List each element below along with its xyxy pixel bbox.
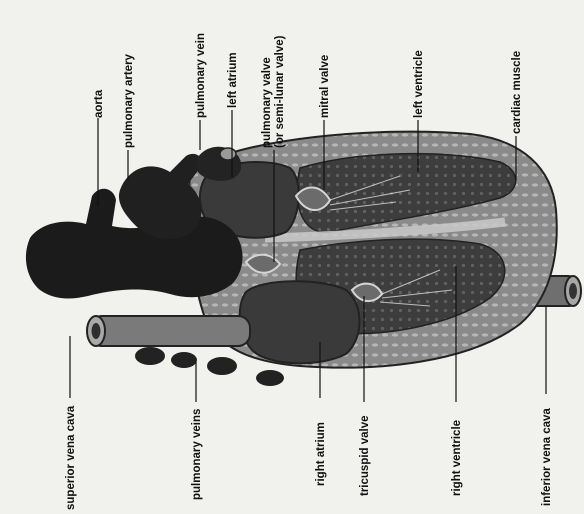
label-pulmonary-artery: pulmonary artery xyxy=(123,53,135,148)
label-mitral-valve: mitral valve xyxy=(319,55,331,118)
label-left-atrium: left atrium xyxy=(227,52,239,108)
label-right-ventricle: right ventricle xyxy=(451,420,463,496)
pulmonary-vein-opening xyxy=(220,148,236,160)
label-pulmonary-valve-note: (or semi-lunar valve) xyxy=(274,35,286,148)
label-right-atrium: right atrium xyxy=(315,422,327,486)
label-cardiac-muscle: cardiac muscle xyxy=(511,51,523,134)
label-inferior-vena-cava: inferior vena cava xyxy=(541,408,553,506)
label-aorta: aorta xyxy=(93,89,105,118)
pulmonary-artery-vessel xyxy=(119,154,202,239)
label-tricuspid-valve: tricuspid valve xyxy=(359,415,371,496)
label-left-ventricle: left ventricle xyxy=(413,50,425,118)
label-superior-vena-cava: superior vena cava xyxy=(65,405,77,510)
superior-vena-cava-vessel xyxy=(87,316,250,346)
right-atrium-chamber xyxy=(240,281,360,363)
label-pulmonary-valve: pulmonary valve xyxy=(261,57,273,148)
label-pulmonary-vein: pulmonary vein xyxy=(195,33,207,118)
label-pulmonary-veins: pulmonary veins xyxy=(191,409,203,500)
